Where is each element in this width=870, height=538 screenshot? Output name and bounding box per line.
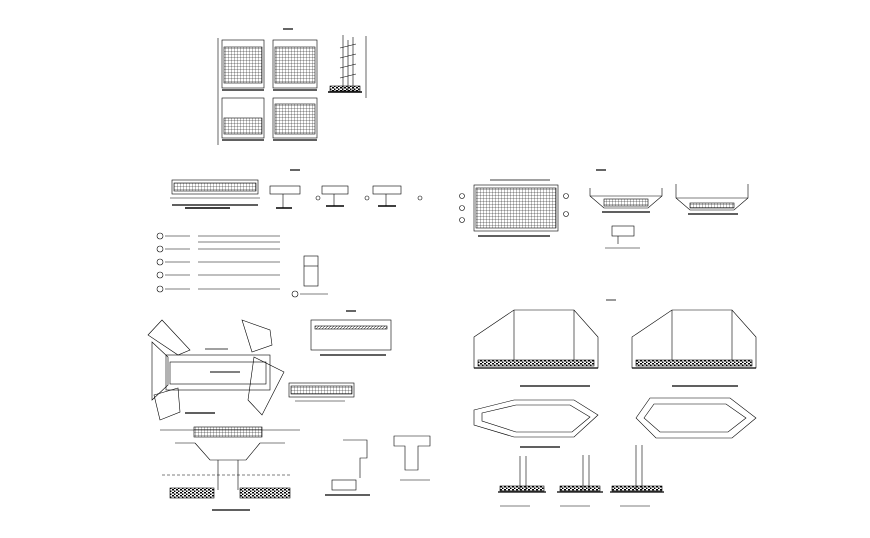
abutment-section: [160, 426, 300, 511]
pier-elevations: [498, 445, 664, 507]
bridge-plan-view: [147, 319, 285, 421]
top-panel-elevations: [217, 28, 367, 145]
longitudinal-section-strip: [170, 169, 423, 209]
wingwall-plans: [473, 397, 757, 448]
detail-sections: [288, 310, 431, 496]
deck-cross-sections: [589, 169, 749, 249]
rebar-schedule: [156, 232, 328, 298]
foundation-plan-grid: [459, 179, 569, 237]
wingwall-elevations: [473, 299, 757, 387]
